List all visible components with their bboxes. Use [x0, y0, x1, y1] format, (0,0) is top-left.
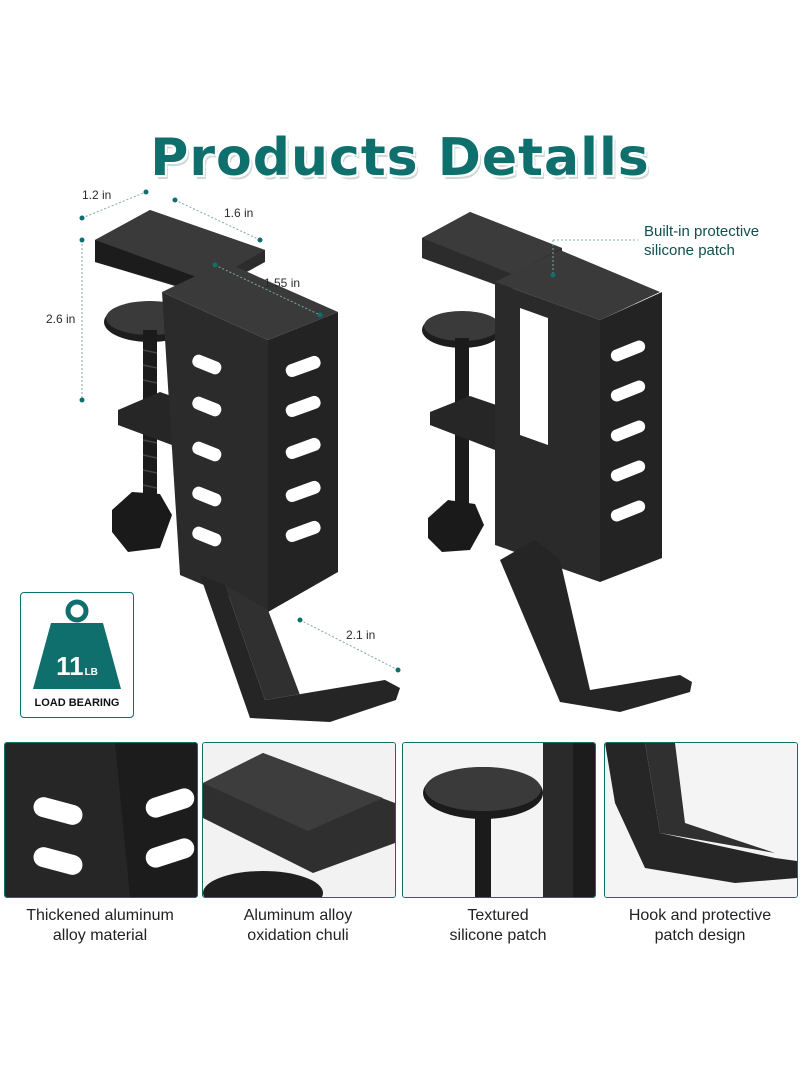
badge-label: LOAD BEARING: [34, 697, 120, 709]
feature-panel-oxidation: [202, 742, 396, 898]
feature-caption-silicone: Textured silicone patch: [398, 906, 598, 946]
badge-weight-unit: LB: [84, 667, 98, 678]
feature-panel-hook: [604, 742, 798, 898]
feature-caption-material: Thickened aluminum alloy material: [0, 906, 200, 946]
caption-line2: silicone patch: [449, 927, 547, 944]
caption-line2: alloy material: [52, 927, 148, 944]
caption-line2: patch design: [654, 927, 746, 944]
dimension-width-top: 1.2 in: [82, 188, 112, 202]
product-illustration: [79, 189, 692, 722]
feature-panel-silicone: [402, 742, 596, 898]
feature-caption-hook: Hook and protective patch design: [600, 906, 800, 946]
dimension-hook-length: 2.1 in: [346, 628, 376, 642]
badge-weight-value: 11: [56, 651, 84, 681]
right-holder-image: [422, 212, 692, 712]
feature-panel-material: [4, 742, 198, 898]
caption-line1: Aluminum alloy: [243, 907, 353, 924]
dimension-depth-top: 1.6 in: [224, 206, 254, 220]
load-bearing-badge: 11LB LOAD BEARING: [20, 592, 134, 718]
caption-line1: Thickened aluminum: [26, 907, 174, 924]
feature-image-silicone: [403, 743, 595, 897]
page-title: Products Detalls: [150, 128, 650, 188]
badge-weight: 11LB: [21, 651, 133, 682]
feature-image-oxidation: [203, 743, 395, 897]
dimension-inner-width: 1.55 in: [264, 276, 301, 290]
feature-caption-oxidation: Aluminum alloy oxidation chuli: [198, 906, 398, 946]
caption-line2: oxidation chuli: [247, 927, 349, 944]
silicone-patch-callout: Built-in protective silicone patch: [644, 222, 759, 260]
feature-image-hook: [605, 743, 797, 897]
caption-line1: Hook and protective: [628, 907, 772, 924]
dimension-height: 2.6 in: [46, 312, 76, 326]
left-holder-image: [95, 210, 400, 722]
callout-line2: silicone patch: [644, 242, 735, 259]
feature-image-material: [5, 743, 197, 897]
callout-line1: Built-in protective: [644, 223, 760, 240]
caption-line1: Textured: [467, 907, 529, 924]
weight-icon: [33, 599, 121, 689]
dimension-lines: [81, 191, 638, 671]
